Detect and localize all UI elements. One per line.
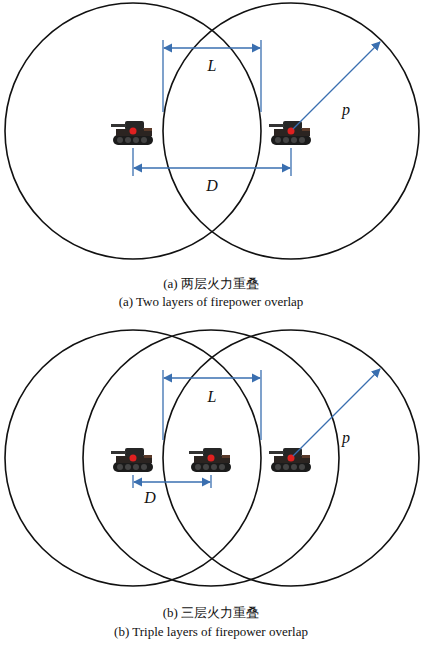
extension-line — [132, 148, 133, 176]
radius-symbol: p — [340, 101, 352, 119]
fire-range-circle — [163, 330, 419, 586]
extension-line — [132, 475, 133, 488]
tank-icon — [269, 448, 311, 472]
extension-line — [162, 370, 163, 440]
dimension-arrow — [134, 481, 210, 482]
extension-line — [260, 370, 261, 440]
fire-range-circle — [83, 330, 339, 586]
extension-line — [290, 148, 291, 176]
tank-center-dot — [208, 455, 215, 462]
dimension-arrow — [134, 167, 290, 168]
caption-text: (a) Two layers of firepower overlap — [117, 294, 306, 309]
dimension-arrow — [164, 377, 260, 378]
tank-icon — [189, 448, 231, 472]
dimension-symbol: L — [206, 388, 219, 406]
tank-icon — [269, 121, 311, 145]
extension-line — [162, 40, 163, 112]
tank-center-dot — [130, 128, 137, 135]
dimension-arrow — [164, 47, 260, 48]
fire-range-circle — [5, 3, 261, 259]
radius-arrow — [293, 369, 380, 456]
radius-arrow — [293, 42, 380, 129]
tank-icon — [111, 121, 153, 145]
tank-center-dot — [130, 455, 137, 462]
caption-text: (b) 三层火力重叠 — [161, 605, 261, 620]
dimension-symbol: L — [206, 57, 219, 75]
tank-icon — [111, 448, 153, 472]
radius-symbol: p — [340, 429, 352, 447]
extension-line — [260, 40, 261, 112]
caption-text: (b) Triple layers of firepower overlap — [112, 624, 310, 639]
dimension-symbol: D — [142, 489, 158, 507]
fire-range-circle — [163, 3, 419, 259]
caption-text: (a) 两层火力重叠 — [161, 276, 261, 291]
fire-range-circle — [5, 330, 261, 586]
extension-line — [210, 475, 211, 488]
dimension-symbol: D — [204, 177, 220, 195]
